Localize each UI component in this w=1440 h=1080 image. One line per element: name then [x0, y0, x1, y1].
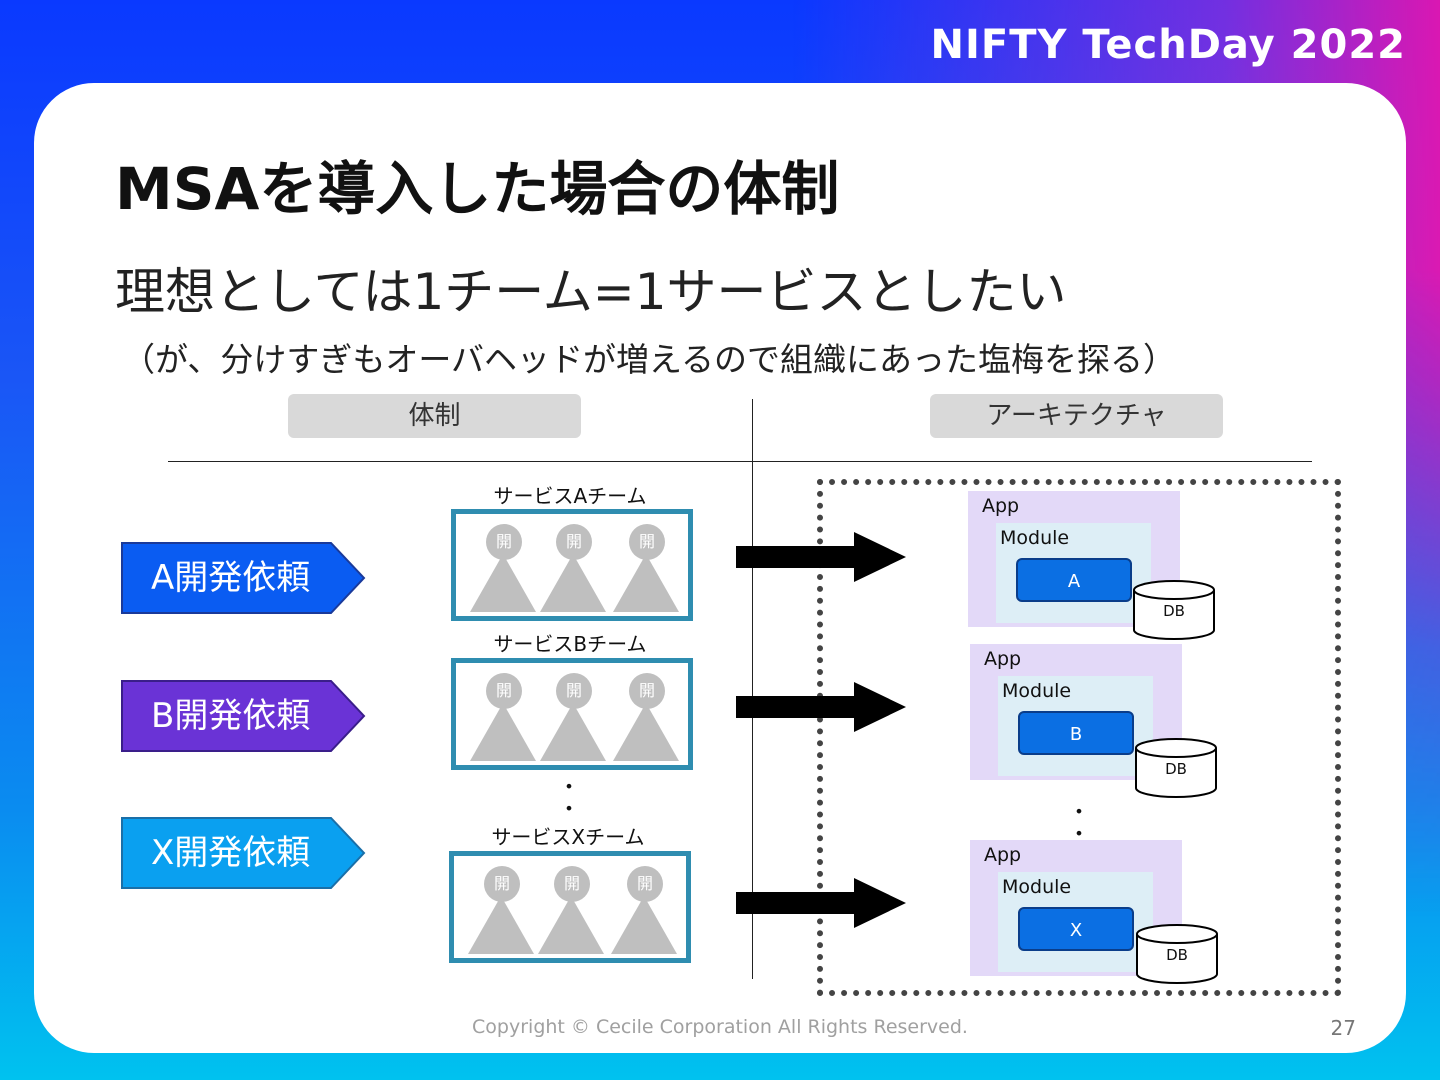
request-b: B開発依頼	[121, 680, 366, 752]
app-ellipsis: ・・	[1064, 800, 1089, 844]
column-header-organization: 体制	[288, 394, 581, 438]
copyright-footer: Copyright © Cecile Corporation All Right…	[472, 1016, 968, 1038]
service-a-block: A	[1016, 558, 1132, 602]
request-b-shape	[121, 680, 366, 752]
app-label: App	[984, 844, 1022, 866]
team-x-box: 開 開 開	[449, 851, 691, 963]
team-b-box: 開 開 開	[451, 658, 693, 770]
arrow-right-icon	[736, 878, 906, 928]
database-icon: DB	[1134, 738, 1218, 798]
column-header-architecture: アーキテクチャ	[930, 394, 1223, 438]
module-b: Module B	[998, 676, 1153, 776]
developer-icon: 開	[611, 866, 677, 954]
vertical-divider	[752, 399, 753, 979]
module-a: Module A	[996, 523, 1151, 623]
team-x-label: サービスXチーム	[491, 825, 645, 849]
request-a-shape	[121, 542, 366, 614]
request-x-label: X開発依頼	[151, 833, 311, 873]
database-icon: DB	[1135, 924, 1219, 984]
service-x-block: X	[1018, 907, 1134, 951]
module-label: Module	[1002, 876, 1072, 898]
service-b-block: B	[1018, 711, 1134, 755]
slide-note: （が、分けすぎもオーバヘッドが増えるので組織にあった塩梅を探る）	[122, 340, 1177, 379]
architecture-boundary	[817, 479, 1341, 996]
database-label: DB	[1165, 760, 1187, 778]
app-label: App	[982, 495, 1020, 517]
event-logo: NIFTY TechDay 2022	[930, 22, 1406, 68]
page-number: 27	[1330, 1016, 1356, 1040]
database-label: DB	[1166, 946, 1188, 964]
app-a: App Module A	[968, 491, 1180, 627]
database-label: DB	[1163, 602, 1185, 620]
developer-icon: 開	[468, 866, 534, 954]
arrow-right-icon	[736, 532, 906, 582]
slide-title: MSAを導入した場合の体制	[115, 155, 840, 223]
developer-icon: 開	[470, 673, 536, 761]
developer-icon: 開	[540, 673, 606, 761]
app-b: App Module B	[970, 644, 1182, 780]
team-ellipsis: ・・	[554, 775, 579, 819]
developer-icon: 開	[538, 866, 604, 954]
request-x: X開発依頼	[121, 817, 366, 889]
request-a-label: A開発依頼	[151, 558, 311, 598]
arrow-right-icon	[736, 682, 906, 732]
developer-icon: 開	[613, 524, 679, 612]
team-a-box: 開 開 開	[451, 509, 693, 621]
developer-icon: 開	[613, 673, 679, 761]
database-icon: DB	[1132, 580, 1216, 640]
request-x-shape	[121, 817, 366, 889]
team-b-label: サービスBチーム	[493, 632, 647, 656]
developer-icon: 開	[540, 524, 606, 612]
app-label: App	[984, 648, 1022, 670]
module-label: Module	[1000, 527, 1070, 549]
developer-icon: 開	[470, 524, 536, 612]
module-label: Module	[1002, 680, 1072, 702]
request-a: A開発依頼	[121, 542, 366, 614]
slide-subtitle: 理想としては1チーム=1サービスとしたい	[115, 263, 1067, 321]
request-b-label: B開発依頼	[151, 696, 311, 736]
horizontal-divider	[168, 461, 1312, 462]
module-x: Module X	[998, 872, 1153, 972]
team-a-label: サービスAチーム	[493, 484, 647, 508]
